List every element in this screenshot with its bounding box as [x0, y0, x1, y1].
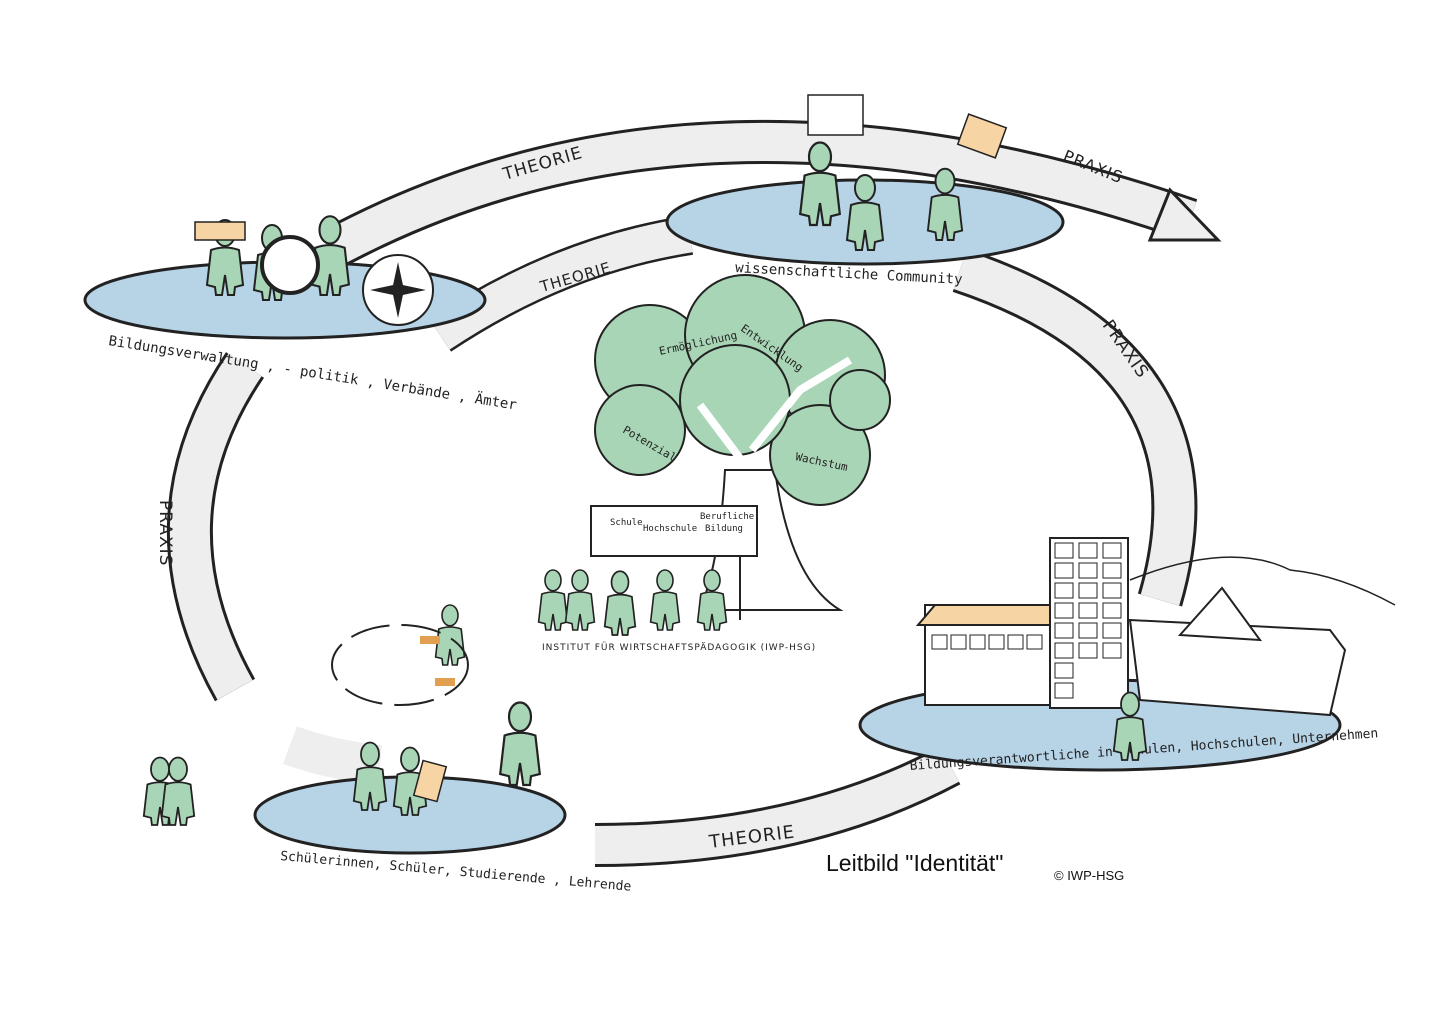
chart-sheet-icon — [956, 113, 1008, 159]
window — [1102, 562, 1122, 579]
person-figure — [603, 570, 637, 636]
person-figure — [564, 569, 596, 631]
arrow-left — [167, 352, 265, 702]
tablet-icon — [412, 759, 448, 803]
orbit-icon — [331, 624, 469, 706]
window — [931, 634, 948, 650]
institute-label: INSTITUT FÜR WIRTSCHAFTSPÄDAGOGIK (IWP-H… — [542, 642, 816, 653]
copyright: © IWP-HSG — [1054, 868, 1125, 883]
label-learners: Schülerinnen, Schüler, Studierende , Leh… — [280, 849, 632, 895]
person-figure — [434, 604, 466, 666]
arrow-outer-top — [319, 119, 1222, 270]
building-windows — [931, 542, 1122, 699]
paper-icon — [194, 221, 246, 241]
arrowhead — [1147, 187, 1222, 242]
person-figure — [649, 569, 681, 631]
window — [1078, 622, 1098, 639]
window — [1007, 634, 1024, 650]
window — [1102, 642, 1122, 659]
window — [1054, 642, 1074, 659]
window — [1078, 542, 1098, 559]
ship-wheel-icon — [260, 235, 320, 295]
window — [1102, 602, 1122, 619]
window — [1054, 622, 1074, 639]
board-label-vocational-1: Berufliche — [700, 512, 754, 522]
window — [1054, 662, 1074, 679]
window — [1078, 602, 1098, 619]
person-figure — [798, 141, 842, 227]
person-figure — [498, 701, 542, 787]
window — [1078, 562, 1098, 579]
board — [590, 505, 758, 557]
window — [988, 634, 1005, 650]
arrow-right — [952, 248, 1198, 607]
window — [1054, 682, 1074, 699]
window — [1054, 542, 1074, 559]
flipchart-icon — [807, 94, 864, 136]
person-figure — [845, 174, 885, 251]
window — [1078, 642, 1098, 659]
window — [1026, 634, 1043, 650]
window — [950, 634, 967, 650]
person-figure — [696, 569, 728, 631]
window — [1054, 562, 1074, 579]
person-figure — [1112, 691, 1148, 761]
person-figure — [926, 167, 964, 241]
person-figure — [309, 215, 351, 297]
window — [1054, 602, 1074, 619]
board-label-school: Schule — [610, 518, 643, 528]
diagram-title: Leitbild "Identität" — [826, 850, 1004, 876]
person-figure — [160, 756, 196, 826]
window — [1102, 622, 1122, 639]
window — [1078, 582, 1098, 599]
label-praxis-left: PRAXIS — [155, 500, 175, 566]
window — [1102, 582, 1122, 599]
window — [1102, 542, 1122, 559]
board-label-university: Hochschule — [643, 524, 697, 534]
window — [969, 634, 986, 650]
board-label-vocational-2: Bildung — [705, 524, 743, 534]
person-figure — [537, 569, 569, 631]
figures-layer — [142, 141, 1148, 826]
person-figure — [352, 741, 388, 811]
window — [1054, 582, 1074, 599]
